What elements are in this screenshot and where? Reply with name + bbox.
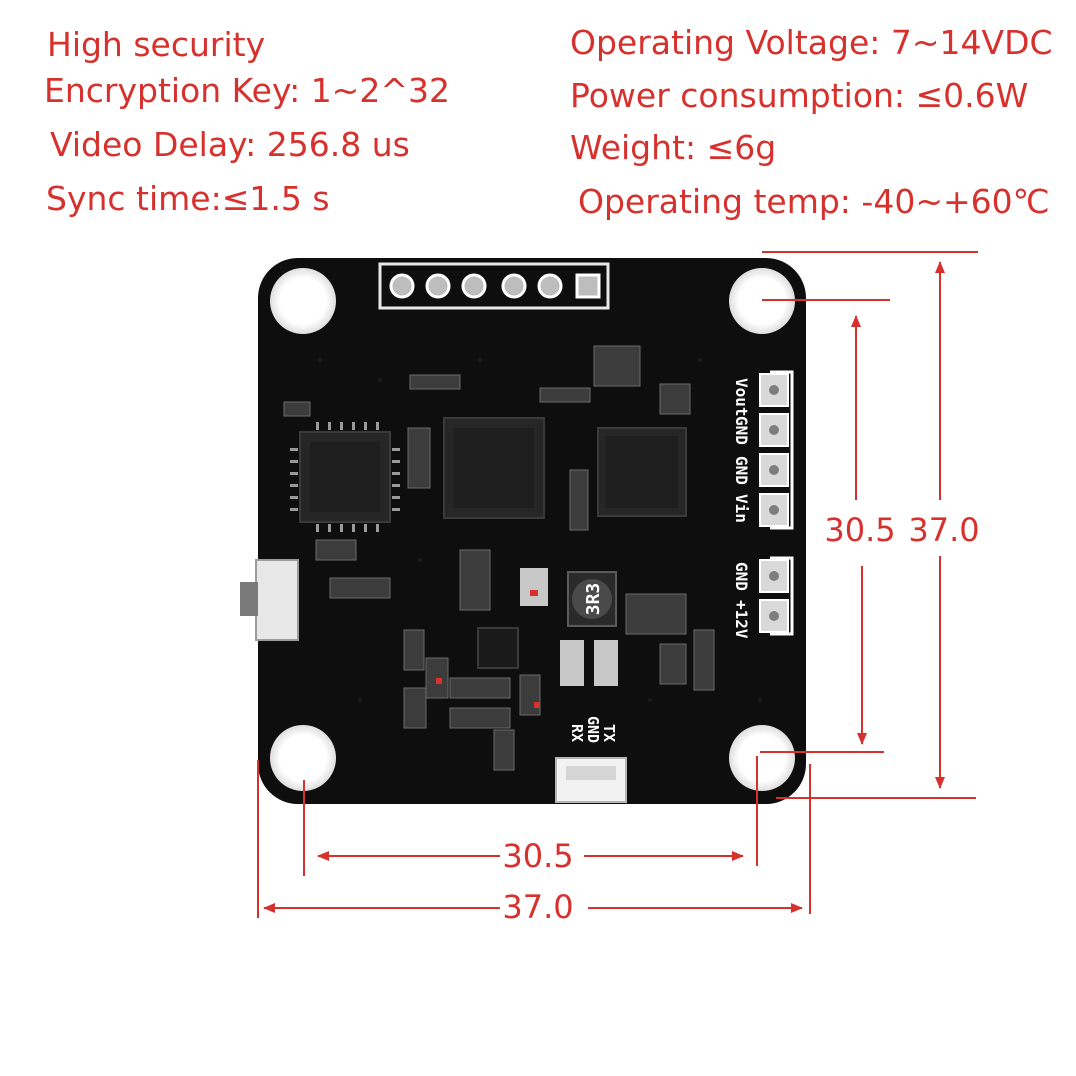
silk-label-gnd-3: GND bbox=[732, 562, 751, 591]
silk-label-gnd-2: GND bbox=[732, 456, 751, 485]
silk-label-vout: Vout bbox=[732, 378, 751, 417]
dim-label-board-width: 37.0 bbox=[502, 888, 573, 926]
spec-encryption-key: Encryption Key: 1~2^32 bbox=[44, 71, 450, 110]
smd-components bbox=[283, 345, 715, 771]
spec-high-security: High security bbox=[47, 25, 266, 64]
spec-operating-temp: Operating temp: -40~+60℃ bbox=[578, 182, 1050, 221]
silk-label-gnd-uart: GND bbox=[584, 716, 602, 743]
mounting-hole-bottom-right bbox=[729, 725, 795, 791]
spec-video-delay: Video Delay: 256.8 us bbox=[50, 125, 410, 164]
inductor-3r3: 3R3 bbox=[567, 571, 617, 627]
chip-right-processor bbox=[597, 427, 687, 517]
silk-label-tx: TX bbox=[600, 724, 618, 742]
dim-label-hole-spacing-horizontal: 30.5 bbox=[502, 837, 573, 875]
silk-label-rx: RX bbox=[568, 724, 586, 742]
mounting-hole-top-left bbox=[270, 268, 336, 334]
dim-label-board-height: 37.0 bbox=[908, 511, 979, 549]
spec-operating-voltage: Operating Voltage: 7~14VDC bbox=[570, 23, 1053, 62]
silk-label-vin: Vin bbox=[732, 494, 751, 523]
silk-label-gnd-1: GND bbox=[732, 416, 751, 445]
dimension-lines bbox=[257, 251, 978, 918]
chip-small bbox=[477, 627, 519, 669]
spec-weight: Weight: ≤6g bbox=[570, 128, 777, 167]
uart-connector bbox=[555, 757, 627, 803]
chip-center-encoder bbox=[443, 417, 545, 519]
mounting-holes bbox=[270, 268, 795, 791]
dim-label-hole-spacing-vertical: 30.5 bbox=[824, 511, 895, 549]
silk-label-12v: +12V bbox=[732, 600, 751, 639]
side-switch bbox=[240, 559, 299, 641]
svg-text:3R3: 3R3 bbox=[583, 583, 604, 616]
mounting-hole-bottom-left bbox=[270, 725, 336, 791]
spec-sync-time: Sync time:≤1.5 s bbox=[46, 179, 330, 218]
spec-power-consumption: Power consumption: ≤0.6W bbox=[570, 76, 1029, 115]
chip-left-mcu bbox=[299, 431, 391, 523]
six-pin-header bbox=[378, 262, 610, 310]
